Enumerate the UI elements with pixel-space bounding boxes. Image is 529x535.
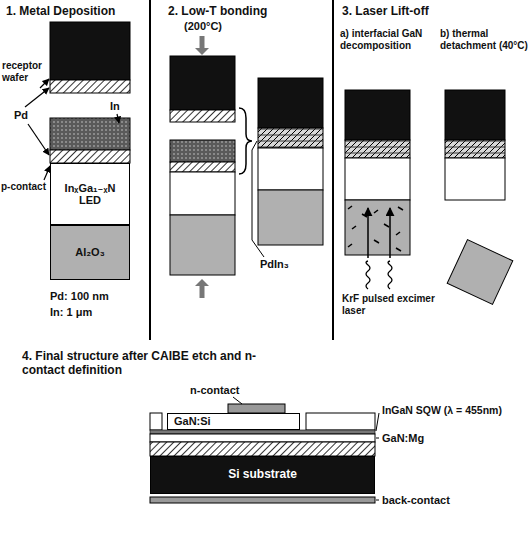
debris-dash: [396, 232, 400, 235]
debris-dash: [348, 206, 352, 209]
leader-arrow: [25, 88, 49, 107]
detached-sapphire: [447, 240, 513, 305]
n-contact-pad: [228, 404, 285, 413]
sapphire-substrate: [345, 200, 410, 255]
press-arrow-head: [195, 279, 209, 286]
decomposition-debris: [348, 206, 403, 251]
layer-name: Al₂O₃: [75, 246, 105, 258]
panel-divider: [149, 0, 151, 340]
debris-dash: [348, 244, 352, 247]
receptor-wafer: [258, 78, 323, 128]
led-layer: [345, 158, 410, 200]
ingan-sqw: [150, 430, 375, 434]
debris-dash: [374, 240, 379, 243]
step-title: 1. Metal Deposition: [6, 5, 115, 19]
layer-name: InₓGa₁₋ₓN LED: [54, 182, 126, 206]
pdin3-layer: [258, 128, 323, 148]
in-layer: [50, 118, 130, 150]
receptor-wafer: [445, 90, 505, 140]
press-arrow-head: [195, 48, 209, 55]
sapphire-substrate: [170, 215, 235, 275]
debris-dash: [352, 226, 356, 229]
debris-dash: [384, 224, 389, 227]
laser-wave: [388, 261, 392, 289]
leader-arrow: [117, 114, 119, 123]
in-layer: [170, 140, 235, 162]
leader-arrow: [40, 79, 49, 88]
part-label: b) thermal detachment (40°C): [440, 28, 528, 51]
layer-box: Al₂O₃: [50, 225, 130, 280]
layer-box: Si substrate: [150, 456, 375, 494]
pd-layer: [50, 150, 130, 163]
part-label: KrF pulsed excimer laser: [342, 293, 437, 316]
layer-name: GaN:Si: [174, 415, 211, 427]
gan-si-mesa: [150, 413, 162, 430]
step-title: 4. Final structure after CAIBE etch and …: [22, 350, 272, 378]
debris-dash: [362, 214, 367, 217]
part-label: p-contact: [1, 181, 46, 193]
part-label: Pd: [14, 109, 28, 122]
laser-arrow: [367, 208, 369, 258]
debris-dash: [398, 207, 403, 210]
laser-arrow: [389, 208, 391, 258]
part-label: a) interfacial GaN decomposition: [340, 28, 435, 51]
leader-line: [252, 141, 264, 257]
bracket: [239, 108, 252, 174]
part-label: receptor wafer: [2, 60, 48, 83]
receptor-wafer: [345, 90, 410, 140]
panel-divider: [332, 0, 334, 340]
part-label: back-contact: [382, 494, 450, 507]
part-label: In: 1 μm: [50, 306, 92, 319]
receptor-wafer: [50, 22, 130, 80]
back-contact-layer: [150, 497, 375, 503]
part-label: InGaN SQW (λ = 455nm): [382, 404, 527, 416]
gan-mg-layer: [150, 434, 375, 442]
pd-layer: [50, 80, 130, 93]
leader-line: [376, 413, 379, 431]
sapphire-substrate: [258, 190, 323, 245]
led-layer: [258, 148, 323, 190]
leader-line: [233, 397, 242, 404]
debris-dash: [396, 248, 401, 251]
part-label: PdIn₃: [260, 258, 289, 271]
leader-arrow: [28, 124, 49, 155]
debris-dash: [374, 210, 378, 213]
layer-box: InₓGa₁₋ₓN LED: [50, 163, 130, 225]
step-title: 2. Low-T bonding: [168, 5, 267, 19]
part-label: Pd: 100 nm: [50, 290, 109, 303]
metal-bond-layer: [150, 442, 375, 456]
pdin3-layer: [345, 140, 410, 158]
part-label: GaN:Mg: [382, 432, 424, 445]
receptor-wafer: [170, 56, 235, 110]
laser-wave: [366, 261, 370, 289]
pd-layer: [170, 110, 235, 122]
layer-name: Si substrate: [228, 468, 297, 481]
part-label: n-contact: [190, 384, 240, 397]
leader-line: [376, 500, 379, 501]
gan-si-mesa: [306, 413, 375, 430]
step-title: 3. Laser Lift-off: [342, 5, 429, 19]
part-label: In: [110, 100, 120, 113]
pd-layer: [170, 162, 235, 172]
part-label: (200°C): [178, 20, 228, 33]
layer-box: GaN:Si: [167, 413, 300, 430]
led-layer: [170, 172, 235, 215]
led-layer: [445, 158, 505, 200]
pdin3-layer: [445, 140, 505, 158]
leader-line: [376, 438, 379, 439]
